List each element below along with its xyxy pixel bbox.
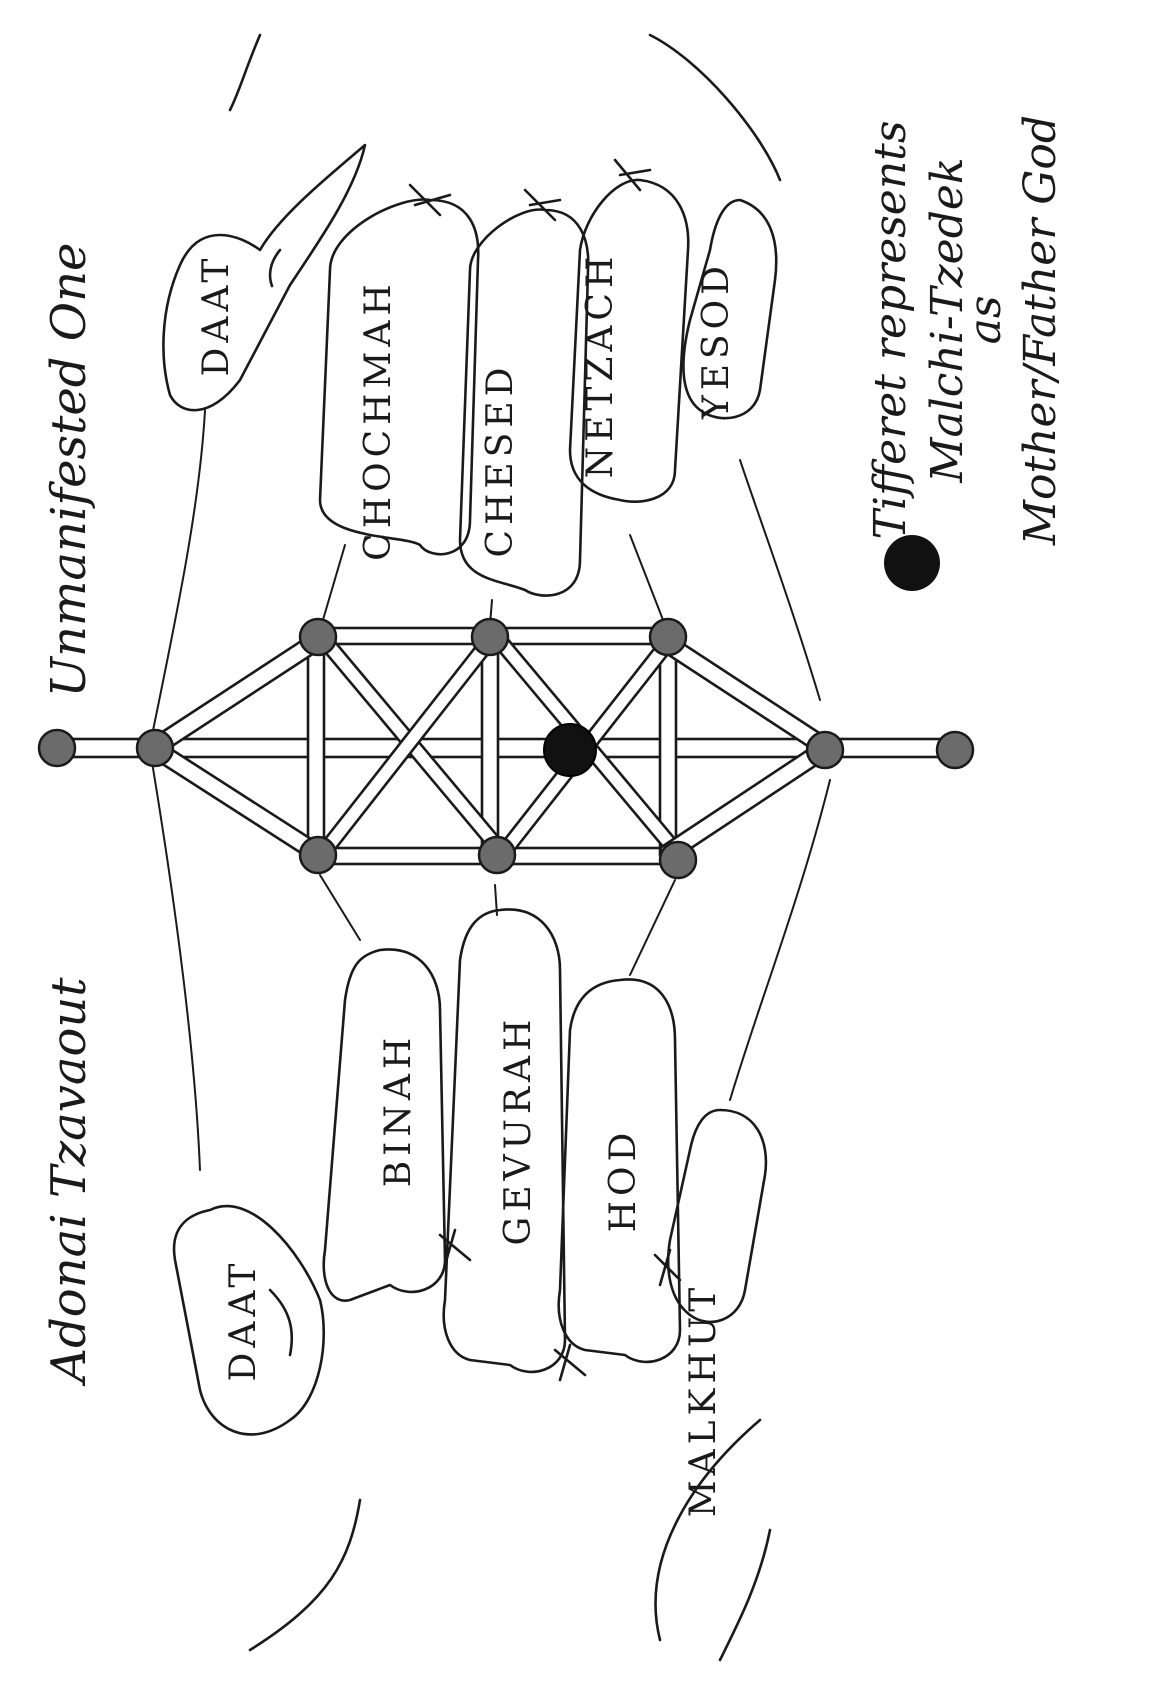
legend-line-4: Mother/Father God bbox=[1015, 115, 1066, 546]
node-keter bbox=[135, 728, 175, 768]
label-gevurah: GEVURAH bbox=[498, 1015, 539, 1246]
node-chochmah bbox=[298, 617, 338, 657]
label-daat-left: DAAT bbox=[223, 1259, 264, 1382]
label-hod: HOD bbox=[603, 1128, 644, 1233]
label-chesed: CHESED bbox=[480, 362, 521, 557]
tree-nodes bbox=[37, 617, 975, 880]
label-netzach: NETZACH bbox=[580, 252, 621, 479]
node-tifferet bbox=[543, 723, 597, 777]
node-gevurah bbox=[477, 835, 517, 875]
path-chochmah-binah bbox=[306, 638, 326, 857]
label-yesod: YESOD bbox=[696, 261, 737, 420]
label-malkhut: MALKHUT bbox=[683, 1283, 724, 1517]
legend: Tifferet represents Malchi-Tzedek as Mot… bbox=[865, 115, 1066, 591]
legend-line-2: Malchi-Tzedek bbox=[922, 157, 973, 483]
node-hod bbox=[658, 840, 698, 880]
node-yesod bbox=[805, 730, 845, 770]
tree-of-life bbox=[37, 617, 975, 880]
hands-outline bbox=[162, 33, 782, 1662]
tree-diagonals bbox=[148, 628, 832, 864]
node-malkhut bbox=[935, 730, 975, 770]
label-daat-right: DAAT bbox=[196, 254, 237, 377]
label-binah: BINAH bbox=[378, 1033, 419, 1188]
node-binah bbox=[298, 835, 338, 875]
node-netzach bbox=[648, 617, 688, 657]
legend-line-3: as bbox=[960, 296, 1011, 345]
title-left: Adonai Tzavaout bbox=[41, 977, 97, 1387]
title-right: Unmanifested One bbox=[41, 243, 97, 698]
sefirot-labels: DAAT CHOCHMAH CHESED NETZACH YESOD DAAT … bbox=[196, 252, 737, 1518]
node-chesed bbox=[470, 617, 510, 657]
path-diag-1 bbox=[148, 630, 327, 756]
legend-line-1: Tifferet represents bbox=[865, 121, 916, 540]
titles: Adonai Tzavaout Unmanifested One bbox=[41, 243, 97, 1387]
legend-tifferet-marker bbox=[884, 535, 940, 591]
label-chochmah: CHOCHMAH bbox=[358, 279, 399, 561]
connector-lines bbox=[149, 409, 831, 1171]
node-unmanifested bbox=[37, 728, 77, 768]
path-diag-2 bbox=[148, 740, 327, 864]
